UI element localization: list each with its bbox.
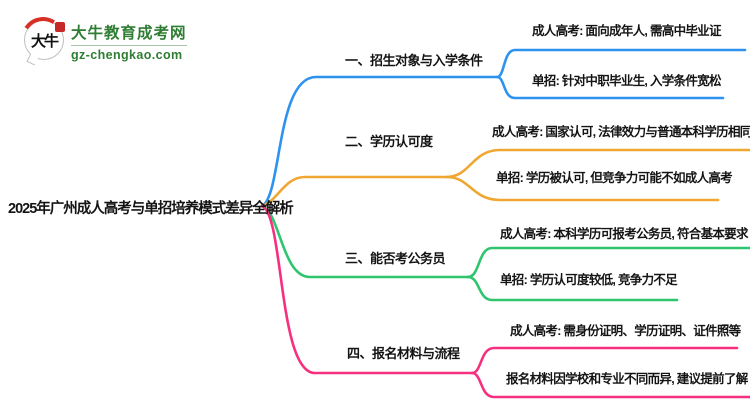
branch-2-leaf-1: 成人高考: 国家认可, 法律效力与普通本科学历相同 — [492, 125, 750, 139]
logo-badge-icon: 大牛 — [16, 12, 70, 66]
branch-1-label: 一、招生对象与入学条件 — [345, 53, 483, 68]
branch-1-leaf-2: 单招: 针对中职毕业生, 入学条件宽松 — [532, 74, 721, 88]
branch-4-leaf-2: 报名材料因学校和专业不同而异, 建议提前了解 — [506, 372, 748, 386]
site-domain: gz-chengkao.com — [71, 48, 183, 62]
logo-badge-text: 大牛 — [30, 33, 59, 50]
branch-3-leaf-2: 单招: 学历认可度较低, 竞争力不足 — [500, 273, 678, 287]
branch-4-leaf-1: 成人高考: 需身份证明、学历证明、证件照等 — [510, 324, 741, 338]
logo-seal-icon — [55, 22, 65, 32]
branch-4-label: 四、报名材料与流程 — [347, 346, 460, 361]
logo-text-block: 大牛教育成考网 gz-chengkao.com — [71, 21, 187, 62]
branch-2-leaf-2: 单招: 学历被认可, 但竞争力可能不如成人高考 — [496, 171, 733, 185]
site-name: 大牛教育成考网 — [71, 21, 187, 46]
branch-1-leaf-1: 成人高考: 面向成年人, 需高中毕业证 — [532, 24, 721, 38]
site-logo[interactable]: 大牛 大牛教育成考网 gz-chengkao.com — [0, 0, 230, 70]
mindmap-root-title: 2025年广州成人高考与单招培养模式差异全解析 — [8, 201, 294, 217]
branch-3-label: 三、能否考公务员 — [345, 251, 446, 266]
branch-3-leaf-1: 成人高考: 本科学历可报考公务员, 符合基本要求 — [500, 227, 748, 241]
branch-2-label: 二、学历认可度 — [345, 134, 433, 149]
